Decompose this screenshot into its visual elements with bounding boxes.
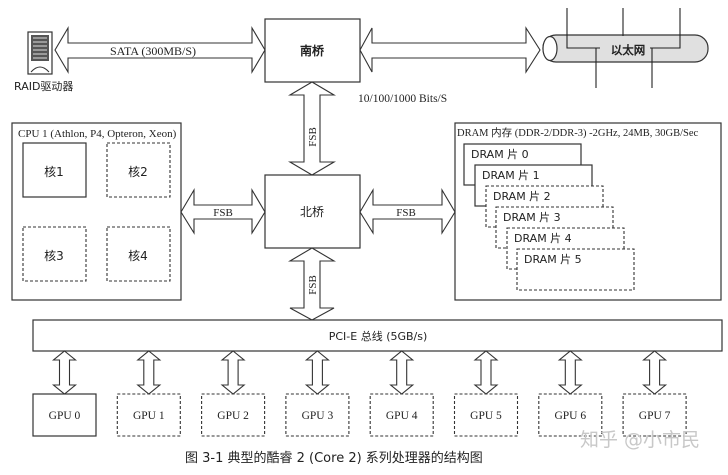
gpu-arrow — [389, 350, 415, 395]
raid-drive-label: RAID驱动器 — [14, 80, 73, 93]
core-box — [22, 142, 87, 198]
dram-chip-label: DRAM 片 4 — [514, 232, 572, 245]
core-label: 核4 — [128, 249, 148, 263]
core-label: 核1 — [44, 165, 64, 179]
gpu-arrow — [220, 350, 246, 395]
gpu-box — [369, 393, 434, 437]
gpu-label: GPU 0 — [49, 410, 81, 422]
ethernet-cable-icon — [542, 8, 709, 88]
gpu-box — [622, 393, 687, 437]
northbridge-label: 北桥 — [300, 205, 324, 219]
gpu-arrow — [304, 350, 330, 395]
gpu-arrow — [557, 350, 583, 395]
pcie-bus-label: PCI-E 总线 (5GB/s) — [329, 329, 428, 343]
core-label: 核2 — [128, 165, 148, 179]
gpu-arrow — [473, 350, 499, 395]
gpu-group: GPU 0 GPU 1 GPU 2 GPU 3 GPU 4 GPU 5 GPU 6 GPU 7 — [32, 350, 687, 437]
dram-chip-label: DRAM 片 2 — [493, 190, 551, 203]
gpu-arrow — [136, 350, 162, 395]
gpu-box — [453, 393, 519, 437]
gpu-label: GPU 4 — [386, 410, 418, 422]
gpu-box — [116, 393, 181, 437]
dram-chip-label: DRAM 片 0 — [471, 148, 529, 161]
gpu-box — [201, 393, 266, 437]
gpu-box — [538, 393, 603, 437]
sata-label: SATA (300MB/S) — [110, 44, 196, 58]
raid-drive-icon — [27, 31, 53, 75]
cpu-label: CPU 1 (Athlon, P4, Opteron, Xeon) — [18, 128, 177, 140]
fsb-label-north-pcie: FSB — [307, 275, 319, 295]
ethernet-arrow — [359, 26, 541, 74]
fsb-label-north-dram: FSB — [396, 207, 416, 219]
gpu-label: GPU 7 — [639, 410, 671, 422]
fsb-label-south-north: FSB — [307, 127, 319, 147]
fsb-label-cpu-north: FSB — [213, 207, 233, 219]
gpu-box — [285, 393, 350, 437]
gpu-label: GPU 6 — [554, 410, 586, 422]
southbridge-box — [264, 18, 361, 83]
core-label: 核3 — [44, 249, 64, 263]
ethernet-speed-label: 10/100/1000 Bits/S — [358, 93, 447, 105]
dram-label: DRAM 内存 (DDR-2/DDR-3) -2GHz, 24MB, 30GB/… — [457, 126, 699, 139]
gpu-arrow — [642, 350, 668, 395]
pcie-bus-box — [32, 319, 723, 352]
dram-chip-box — [516, 248, 635, 291]
core-box — [22, 226, 87, 282]
gpu-box — [32, 393, 97, 437]
southbridge-label: 南桥 — [300, 43, 325, 58]
figure-caption: 图 3-1 典型的酷睿 2 (Core 2) 系列处理器的结构图 — [185, 450, 483, 466]
gpu-label: GPU 5 — [470, 410, 502, 422]
dram-chip-label: DRAM 片 1 — [482, 169, 540, 182]
core-box — [106, 142, 171, 198]
watermark: 知乎 @小市民 — [580, 429, 700, 451]
gpu-label: GPU 1 — [133, 410, 165, 422]
core-box — [106, 226, 171, 282]
dram-chip-label: DRAM 片 5 — [524, 253, 582, 266]
northbridge-box — [264, 174, 361, 249]
gpu-label: GPU 3 — [302, 410, 334, 422]
gpu-label: GPU 2 — [217, 410, 249, 422]
dram-chip-label: DRAM 片 3 — [503, 211, 561, 224]
gpu-arrow — [51, 350, 78, 395]
ethernet-label: 以太网 — [611, 43, 646, 57]
